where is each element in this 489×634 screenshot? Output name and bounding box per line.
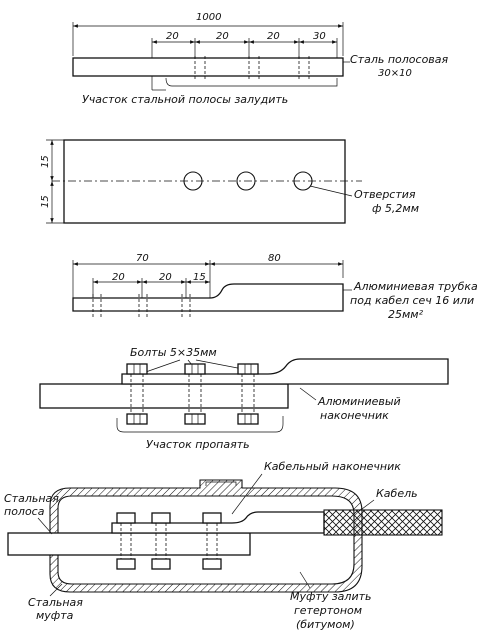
holes-label: Отверстия bbox=[354, 188, 416, 201]
solder-note: Участок пропаять bbox=[146, 438, 250, 451]
bolt-1 bbox=[126, 363, 148, 425]
steel-strip-inner bbox=[7, 532, 251, 556]
strip-spacing-1: 20 bbox=[166, 31, 179, 42]
lug-label-2: наконечник bbox=[320, 409, 389, 422]
fill-label-1: Муфту залить bbox=[290, 590, 371, 603]
strip-view: 1000 20 20 20 30 Сталь полосовая 30×10 У… bbox=[72, 12, 449, 106]
sleeve-bolt-1 bbox=[116, 512, 136, 570]
cable bbox=[323, 509, 443, 536]
cable-lug-inner bbox=[111, 511, 325, 534]
holes-size: ф 5,2мм bbox=[372, 202, 419, 215]
sleeve-label-1: Стальная bbox=[28, 596, 83, 609]
tube-spacing-3: 15 bbox=[193, 272, 206, 283]
sleeve-view: Кабельный наконечник Стальная полоса Каб… bbox=[4, 460, 443, 631]
material-label: Сталь полосовая bbox=[350, 53, 449, 66]
steel-strip-label-2: полоса bbox=[4, 505, 45, 518]
lug-label-1: Алюминиевый bbox=[317, 395, 401, 408]
sleeve-label-2: муфта bbox=[36, 609, 74, 622]
bolt-3 bbox=[237, 363, 259, 425]
plate-outline bbox=[63, 139, 346, 224]
material-size: 30×10 bbox=[378, 68, 412, 79]
aluminium-tube bbox=[72, 283, 344, 312]
tin-note: Участок стальной полосы залудить bbox=[82, 93, 288, 106]
tube-spacing-2: 20 bbox=[159, 272, 172, 283]
strip-spacing-4: 30 bbox=[313, 31, 326, 42]
half-width-bottom: 15 bbox=[40, 195, 51, 208]
hole-2 bbox=[236, 171, 256, 191]
tube-label-2: под кабел сеч 16 или bbox=[350, 294, 474, 307]
aluminium-lug bbox=[121, 358, 449, 385]
hole-1 bbox=[183, 171, 203, 191]
strip-spacing-3: 20 bbox=[267, 31, 280, 42]
hole-3 bbox=[293, 171, 313, 191]
bolt-2 bbox=[184, 363, 206, 425]
sleeve-bolt-2 bbox=[151, 512, 171, 570]
steel-strip bbox=[72, 57, 344, 77]
bolted-view: Болты 5×35мм bbox=[39, 346, 449, 451]
tube-label-1: Алюминиевая трубка bbox=[353, 280, 478, 293]
sleeve-bolt-3 bbox=[202, 512, 222, 570]
fill-label-3: (битумом) bbox=[296, 618, 355, 631]
cable-label: Кабель bbox=[376, 487, 418, 500]
plan-view: 15 15 Отверстия ф 5,2мм bbox=[40, 139, 419, 224]
tube-label-3: 25мм² bbox=[388, 308, 424, 321]
dim-80: 80 bbox=[268, 253, 281, 264]
steel-bar bbox=[39, 383, 289, 409]
strip-spacing-2: 20 bbox=[216, 31, 229, 42]
bolts-label: Болты 5×35мм bbox=[130, 346, 217, 359]
cable-lug-label: Кабельный наконечник bbox=[264, 460, 401, 473]
fill-label-2: гетертоном bbox=[294, 604, 362, 617]
steel-strip-label-1: Стальная bbox=[4, 492, 59, 505]
tube-view: 70 80 20 20 15 Алюминиевая трубка под ка… bbox=[72, 253, 478, 321]
tube-spacing-1: 20 bbox=[112, 272, 125, 283]
dim-70: 70 bbox=[136, 253, 149, 264]
half-width-top: 15 bbox=[40, 155, 51, 168]
overall-length-dim: 1000 bbox=[196, 12, 221, 23]
